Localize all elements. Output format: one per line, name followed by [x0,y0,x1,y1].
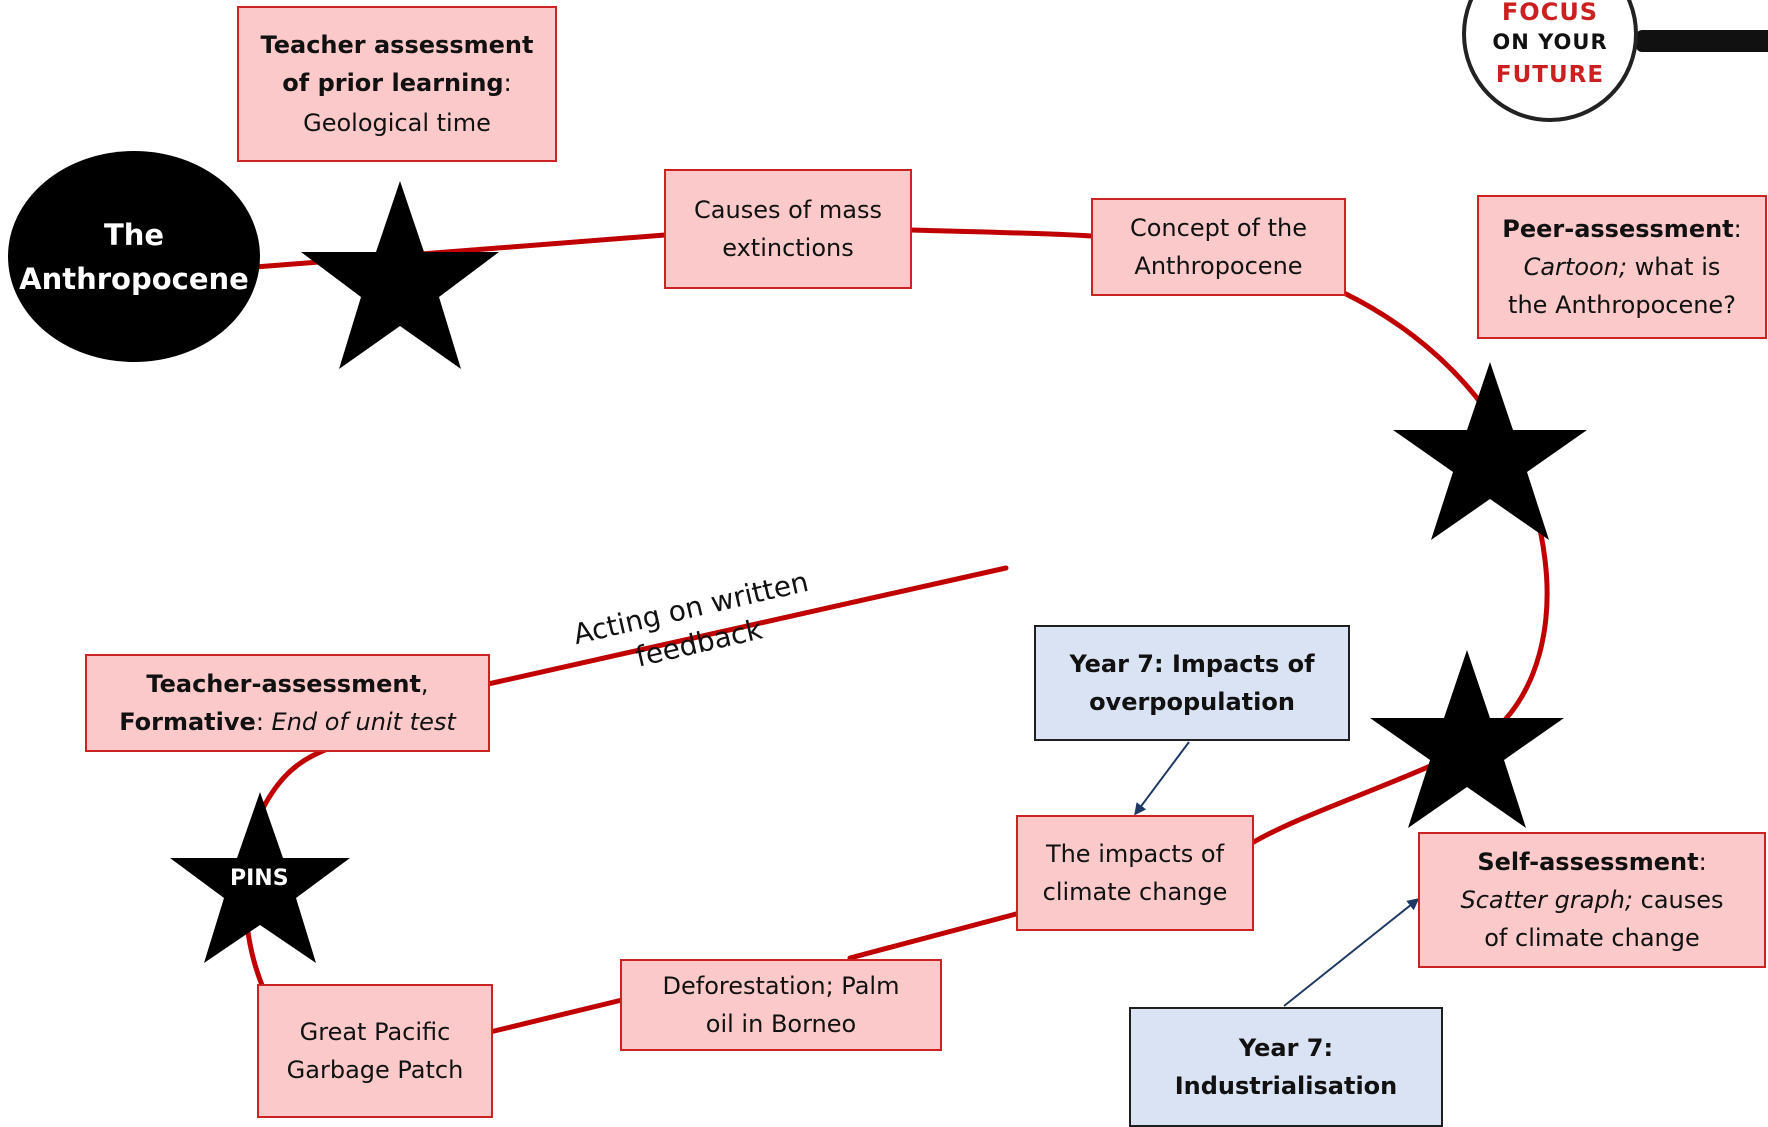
causes-line1: Causes of mass [694,196,882,224]
box-deforestation: Deforestation; Palm oil in Borneo [620,959,942,1051]
logo-line3: FUTURE [1495,62,1605,88]
self-colon: : [1698,848,1707,876]
start-line2: Anthropocene [19,261,249,296]
box-teacher-formative: Teacher-assessment, Formative: End of un… [85,654,490,752]
garbage-line1: Great Pacific [299,1018,451,1046]
star-peer-assessment [1393,362,1587,540]
formative-colon: : [255,708,272,736]
path-feedback-line [485,565,1009,687]
formative-comma: , [420,670,429,698]
overpop-line1: Year 7: Impacts of [1069,650,1315,678]
impacts-line1: The impacts of [1045,840,1225,868]
formative-bold1: Teacher-assessment [146,670,421,698]
self-bold: Self-assessment [1477,848,1699,876]
start-line1: The [103,217,165,252]
star-pins [170,792,350,963]
path-impacts-to-deforestation [847,911,1019,961]
peer-colon: : [1733,215,1742,243]
formative-bold2: Formative [119,708,256,736]
causes-line2: extinctions [722,234,854,262]
box-year7-industrialisation: Year 7: Industrialisation [1129,1007,1443,1127]
peer-italic: Cartoon; [1523,253,1627,281]
path-deforestation-to-garbage [487,997,625,1035]
teacher-prior-text: Geological time [303,109,491,137]
logo-line2: ON YOUR [1492,30,1608,54]
teacher-prior-bold1: Teacher assessment [260,31,534,59]
box-causes-mass-extinctions: Causes of mass extinctions [664,169,912,289]
deforestation-line2: oil in Borneo [705,1010,857,1038]
arrow-overpopulation-to-impacts [1134,741,1190,816]
teacher-prior-colon: : [503,69,512,97]
focus-on-your-future-logo: FOCUS ON YOUR FUTURE [1462,0,1638,122]
path-causes-to-concept [907,227,1095,239]
star-prior-learning [301,181,499,369]
start-node-anthropocene: The Anthropocene [8,151,260,362]
logo-magnifier-handle [1636,30,1768,52]
teacher-prior-bold2: of prior learning [282,69,504,97]
box-concept-anthropocene: Concept of the Anthropocene [1091,198,1346,296]
impacts-line2: climate change [1042,878,1228,906]
star-self-assessment [1370,650,1564,828]
arrow-industrialisation-to-self [1283,898,1420,1007]
industrialisation-line2: Industrialisation [1174,1072,1398,1100]
pins-label: PINS [230,866,289,891]
deforestation-line1: Deforestation; Palm [662,972,900,1000]
formative-italic: End of unit test [271,708,456,736]
concept-line2: Anthropocene [1134,252,1303,280]
self-italic: Scatter graph; [1460,886,1634,914]
self-line3: of climate change [1484,924,1700,952]
peer-rest1: what is [1627,253,1721,281]
box-year7-overpopulation: Year 7: Impacts of overpopulation [1034,625,1350,741]
concept-line1: Concept of the [1129,214,1308,242]
industrialisation-line1: Year 7: [1238,1034,1334,1062]
overpop-line2: overpopulation [1089,688,1295,716]
peer-line3: the Anthropocene? [1508,291,1736,319]
path-concept-to-right-loop [1341,290,1550,755]
peer-bold: Peer-assessment [1502,215,1734,243]
box-teacher-prior-learning: Teacher assessment of prior learning: Ge… [237,6,557,162]
box-impacts-climate-change: The impacts of climate change [1016,815,1254,931]
box-peer-assessment: Peer-assessment: Cartoon; what is the An… [1477,195,1767,339]
box-great-pacific-garbage-patch: Great Pacific Garbage Patch [257,984,493,1118]
garbage-line2: Garbage Patch [286,1056,464,1084]
box-self-assessment: Self-assessment: Scatter graph; causes o… [1418,832,1766,968]
logo-line1: FOCUS [1501,0,1599,26]
self-rest1: causes [1633,886,1724,914]
